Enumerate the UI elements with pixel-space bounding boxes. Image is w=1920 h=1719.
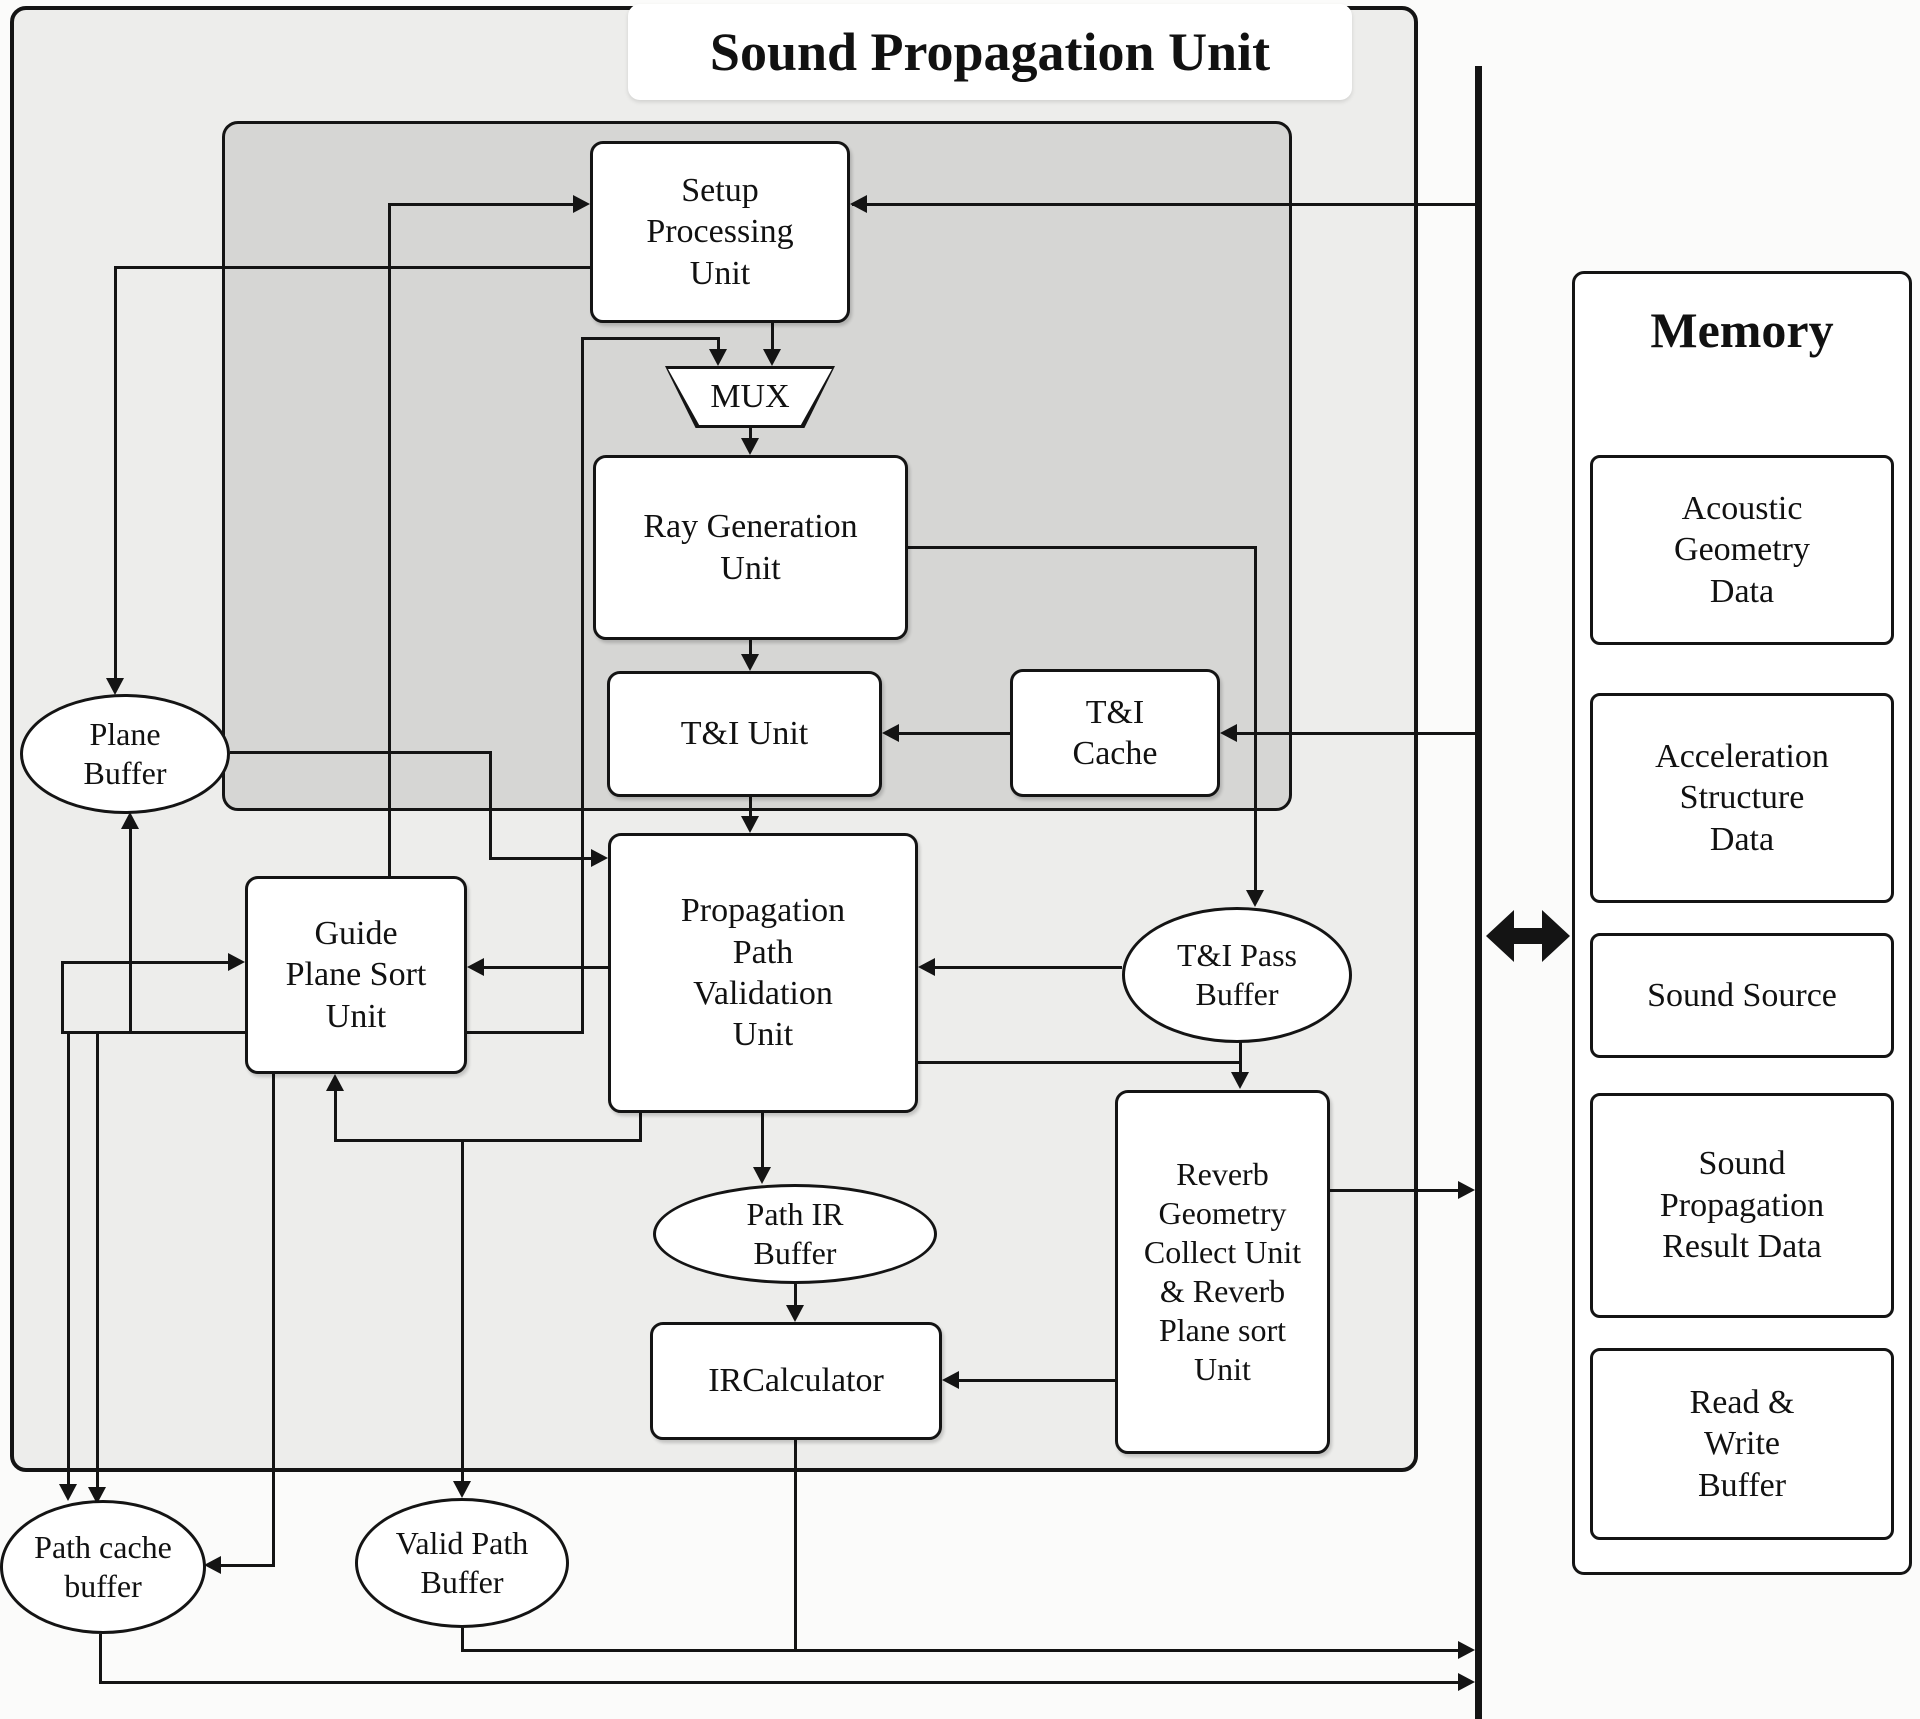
memory-block-sound-propagation-result-data: Sound Propagation Result Data [1590,1093,1894,1318]
ti-unit-label: T&I Unit [680,715,809,753]
mux-node: MUX [665,366,835,428]
acoustic-geometry-data-label: Acoustic Geometry Data [1674,489,1810,610]
valid-path-buffer-node: Valid Path Buffer [355,1498,569,1628]
read-write-buffer-label: Read & Write Buffer [1689,1383,1795,1504]
path-ir-buffer-label: Path IR Buffer [746,1195,844,1271]
ti-pass-buffer-node: T&I Pass Buffer [1122,907,1352,1043]
ir-calculator-node: IRCalculator [650,1322,942,1440]
ti-pass-buffer-label: T&I Pass Buffer [1177,936,1297,1012]
path-cache-buffer-label: Path cache buffer [34,1528,172,1604]
memory-bus-line [1475,66,1482,1719]
memory-block-sound-source: Sound Source [1590,933,1894,1058]
ti-cache-label: T&I Cache [1072,693,1158,772]
memory-block-read-write-buffer: Read & Write Buffer [1590,1348,1894,1540]
guide-plane-sort-unit-label: Guide Plane Sort Unit [285,914,427,1035]
ray-generation-unit-node: Ray Generation Unit [593,455,908,640]
memory-title: Memory [1650,302,1834,358]
memory-bidirectional-arrow-bar [1506,928,1550,944]
setup-processing-unit-label: Setup Processing Unit [646,171,794,292]
plane-buffer-label: Plane Buffer [83,715,167,791]
reverb-geometry-collect-unit-label: Reverb Geometry Collect Unit & Reverb Pl… [1143,1155,1302,1388]
acceleration-structure-data-label: Acceleration Structure Data [1655,737,1829,858]
propagation-path-validation-unit-label: Propagation Path Validation Unit [680,892,846,1054]
sound-propagation-result-data-label: Sound Propagation Result Data [1659,1145,1825,1266]
setup-processing-unit-node: Setup Processing Unit [590,141,850,323]
guide-plane-sort-unit-node: Guide Plane Sort Unit [245,876,467,1074]
memory-block-acoustic-geometry-data: Acoustic Geometry Data [1590,455,1894,645]
plane-buffer-node: Plane Buffer [20,694,230,814]
ti-cache-node: T&I Cache [1010,669,1220,797]
path-ir-buffer-node: Path IR Buffer [653,1184,937,1284]
memory-block-acceleration-structure-data: Acceleration Structure Data [1590,693,1894,903]
valid-path-buffer-label: Valid Path Buffer [395,1524,529,1600]
propagation-path-validation-unit-node: Propagation Path Validation Unit [608,833,918,1113]
mux-label: MUX [710,378,790,415]
ray-generation-unit-label: Ray Generation Unit [643,508,858,587]
path-cache-buffer-node: Path cache buffer [0,1500,206,1634]
sound-source-label: Sound Source [1647,976,1837,1014]
ir-calculator-label: IRCalculator [708,1362,884,1400]
reverb-geometry-collect-unit-node: Reverb Geometry Collect Unit & Reverb Pl… [1115,1090,1330,1454]
sound-propagation-unit-title: Sound Propagation Unit [628,4,1352,100]
ti-unit-node: T&I Unit [607,671,882,797]
